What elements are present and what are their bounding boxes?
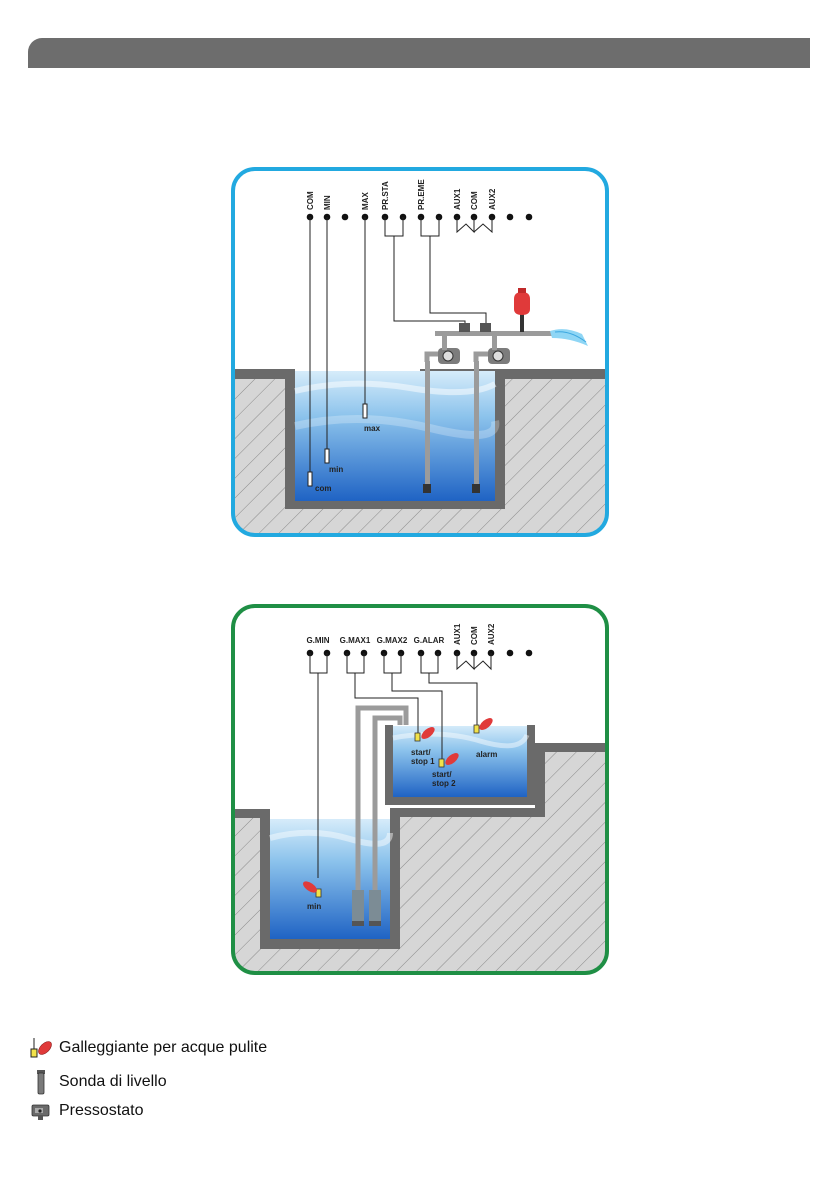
float-label-start-2: start/ (432, 770, 452, 779)
terminal-label-5: COM (470, 626, 479, 645)
probe-label-min: min (329, 465, 343, 474)
terminal-label-5: AUX1 (453, 188, 462, 210)
probe-min (325, 449, 329, 463)
pressure-switch-2 (480, 323, 491, 332)
diagram-probes-pressure-switches: COM MIN MAX PR.STA PR.EME AUX1 COM AUX2 com min… (230, 166, 610, 538)
float-label-stop-1: stop 1 (411, 757, 435, 766)
terminal-label-6: AUX2 (487, 623, 496, 645)
probe-label-com: com (315, 484, 331, 493)
legend-item-pressure: Pressostato (26, 1098, 143, 1124)
legend-label-float: Galleggiante per acque pulite (59, 1039, 267, 1057)
terminal-label-6: COM (470, 191, 479, 210)
probe-com (308, 472, 312, 486)
float-label-min: min (307, 902, 321, 911)
terminal-label-2: MAX (361, 192, 370, 210)
legend-item-probe: Sonda di livello (26, 1069, 167, 1095)
header-bar (28, 38, 810, 68)
legend-item-float: Galleggiante per acque pulite (26, 1035, 267, 1061)
terminal-label-1: G.MAX1 (340, 636, 371, 645)
pressure-switch-1 (459, 323, 470, 332)
terminal-label-3: PR.STA (381, 181, 390, 210)
legend-label-probe: Sonda di livello (59, 1073, 167, 1091)
legend-label-pressure: Pressostato (59, 1102, 143, 1120)
terminal-label-7: AUX2 (488, 188, 497, 210)
float-label-stop-2: stop 2 (432, 779, 456, 788)
probe-label-max: max (364, 424, 381, 433)
pressure-switch-icon (26, 1098, 56, 1124)
terminal-label-3: G.ALAR (414, 636, 445, 645)
float-label-alarm: alarm (476, 750, 497, 759)
terminal-label-4: PR.EME (417, 179, 426, 210)
terminal-label-1: MIN (323, 195, 332, 210)
terminal-label-2: G.MAX2 (377, 636, 408, 645)
terminal-label-4: AUX1 (453, 623, 462, 645)
terminal-label-0: G.MIN (306, 636, 329, 645)
level-probe-icon (26, 1069, 56, 1095)
probe-max (363, 404, 367, 418)
terminal-label-0: COM (306, 191, 315, 210)
expansion-tank (514, 292, 530, 315)
float-switch-icon (26, 1035, 56, 1061)
float-label-start-1: start/ (411, 748, 431, 757)
diagram-float-switches: G.MIN G.MAX1 G.MAX2 G.ALAR AUX1 COM AUX2 (230, 603, 610, 976)
